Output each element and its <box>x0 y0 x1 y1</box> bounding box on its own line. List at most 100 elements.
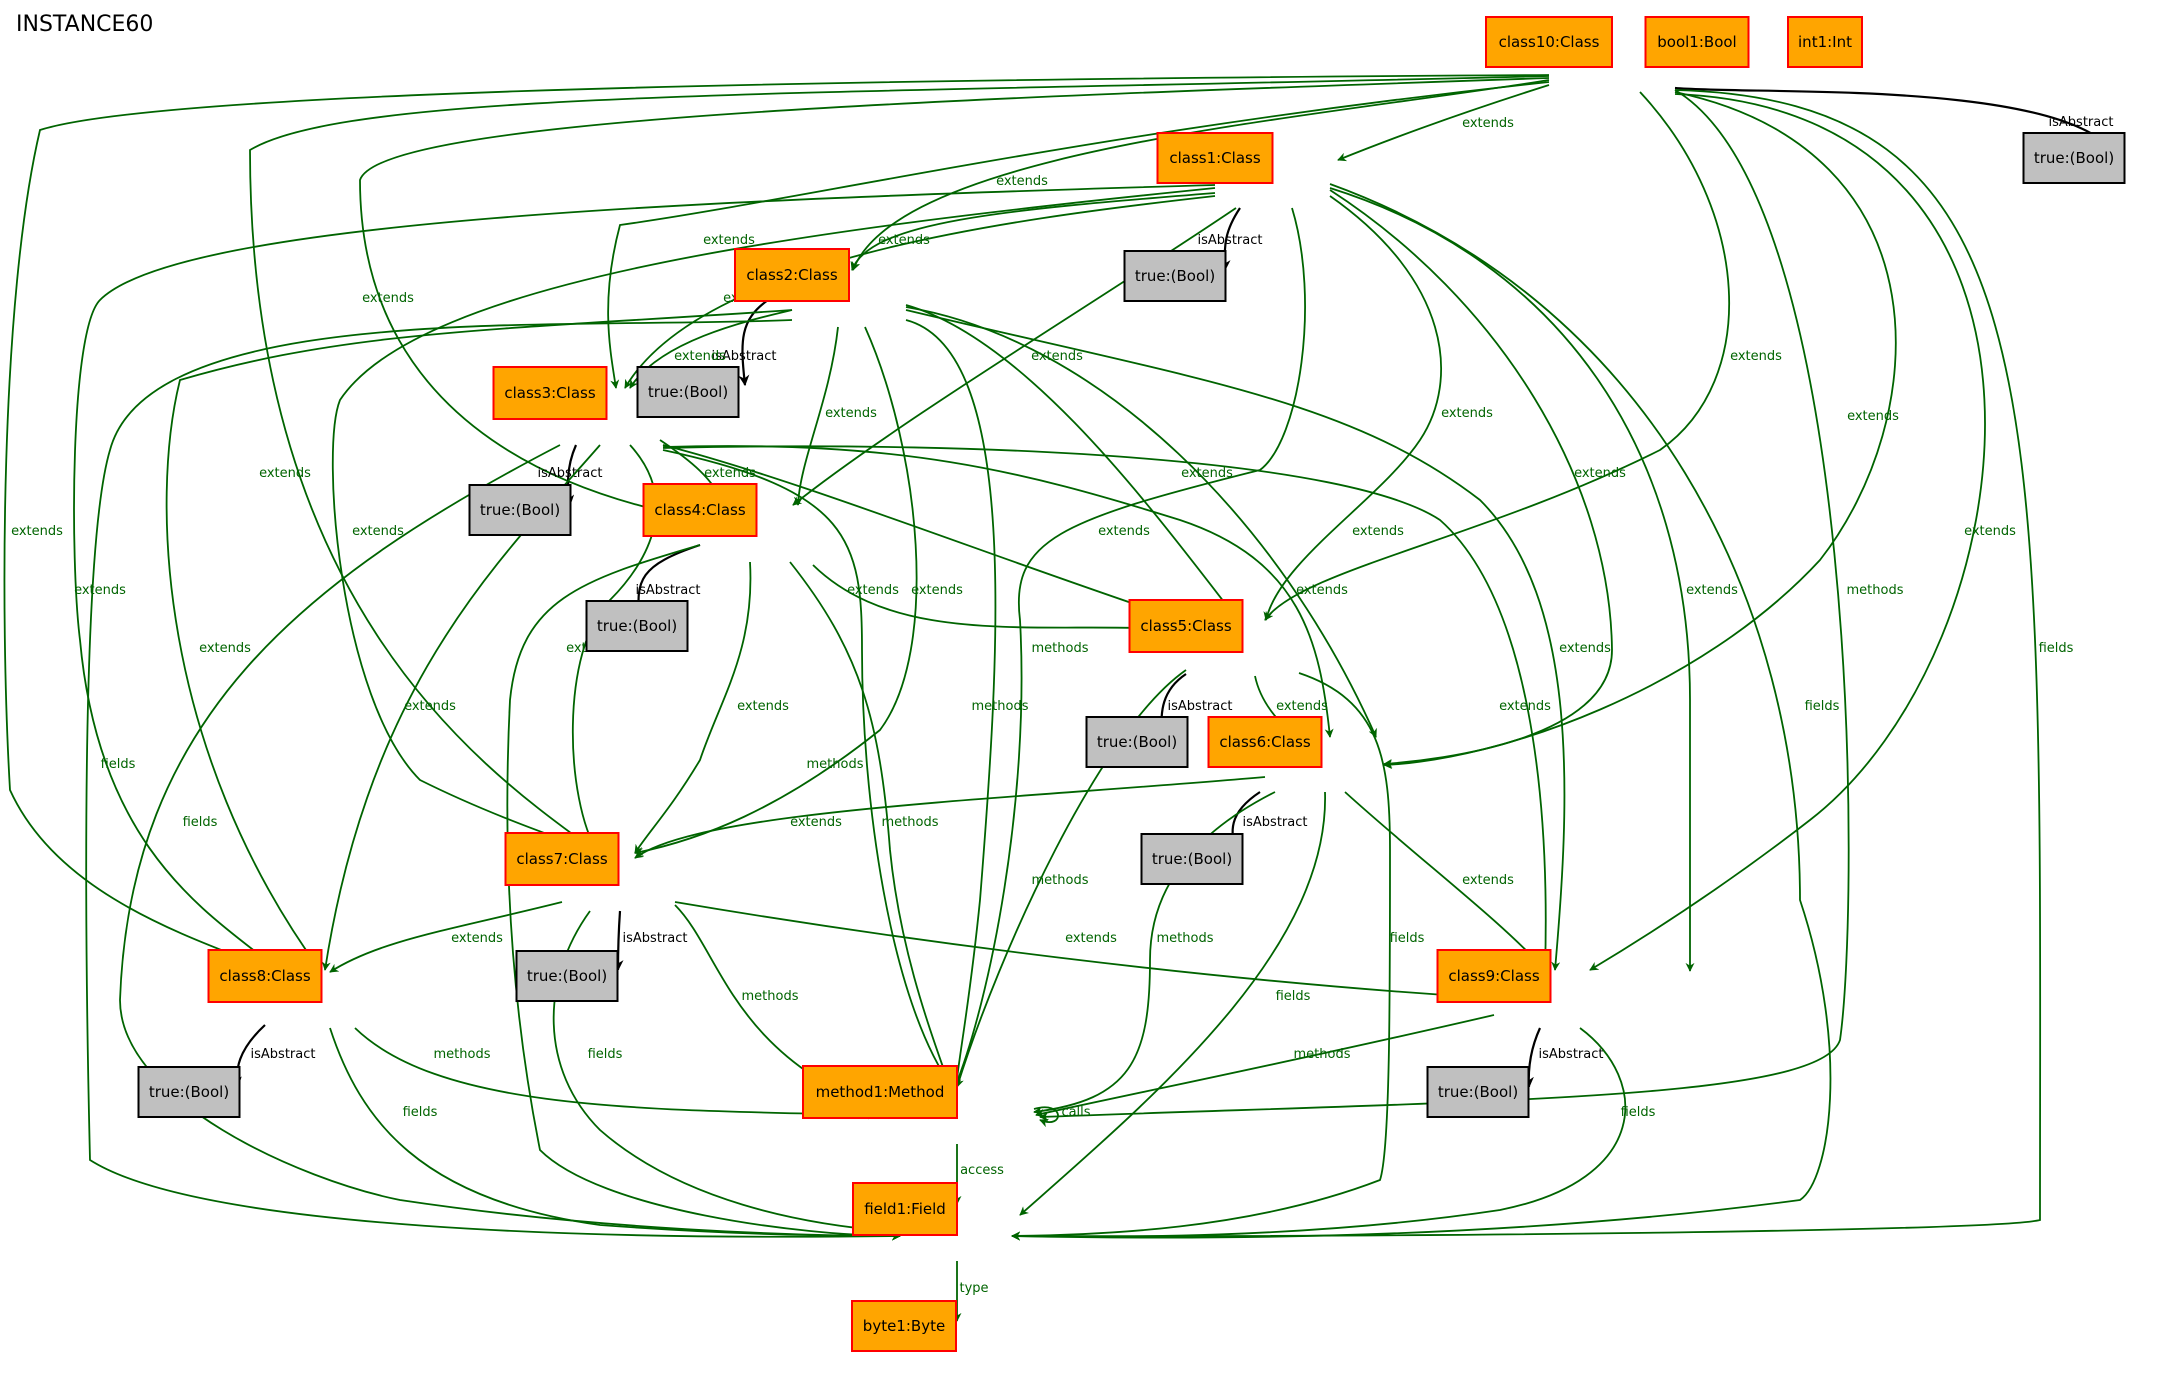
edge-field1-type-byte1: type <box>952 1261 989 1322</box>
edge-label: isAbstract <box>538 466 603 481</box>
edge-line <box>1589 93 1986 971</box>
node-box <box>1485 16 1613 68</box>
edge-line <box>73 184 1216 976</box>
node-t5[interactable]: true:(Bool) <box>1085 716 1189 768</box>
edge-line <box>1011 672 1391 1241</box>
node-label: true:(Bool) <box>527 967 607 985</box>
node-class5[interactable]: class5:Class <box>1128 599 1244 653</box>
node-label: class4:Class <box>654 501 745 519</box>
node-box <box>1207 716 1323 768</box>
node-label: class7:Class <box>516 850 607 868</box>
node-t3[interactable]: true:(Bool) <box>468 484 572 536</box>
node-box <box>2022 132 2126 184</box>
edge-label: extends <box>1730 349 1782 364</box>
node-class9[interactable]: class9:Class <box>1436 949 1552 1003</box>
edge-class8-fields-field1: fields <box>329 1027 901 1241</box>
edge-line <box>738 299 769 387</box>
node-class1[interactable]: class1:Class <box>1156 132 1274 184</box>
edge-class10-extends-class4: extends <box>359 77 1550 521</box>
edge-class3-extends-class9: extends <box>662 445 1551 971</box>
node-class4[interactable]: class4:Class <box>642 483 758 537</box>
edge-line <box>1035 1014 1495 1118</box>
edge-line <box>1329 187 1695 972</box>
edge-line <box>905 319 997 1088</box>
edge-label: extends <box>790 815 842 830</box>
edge-label: extends <box>737 699 789 714</box>
node-box <box>468 484 572 536</box>
node-class6[interactable]: class6:Class <box>1207 716 1323 768</box>
node-class10[interactable]: class10:Class <box>1485 16 1613 68</box>
edge-class2-fields-field1: fields <box>85 319 901 1241</box>
node-bool1[interactable]: bool1:Bool <box>1644 16 1750 68</box>
edge-class5-methods-method1: methods <box>955 669 1187 1088</box>
edge-class6-extends-class9: extends <box>1344 791 1546 971</box>
edge-class10-extends-class2: extends <box>851 79 1550 271</box>
edge-line <box>329 901 563 973</box>
edge-line <box>3 74 1550 977</box>
edge-class10-extends-class3: extends <box>607 81 1550 389</box>
node-label: true:(Bool) <box>480 501 560 519</box>
node-t4[interactable]: true:(Bool) <box>585 600 689 652</box>
edge-class2-extends-class6: extends <box>905 306 1404 738</box>
edge-label: isAbstract <box>1198 233 1263 248</box>
edge-label: extends <box>847 583 899 598</box>
node-byte1[interactable]: byte1:Byte <box>851 1300 957 1352</box>
node-field1[interactable]: field1:Field <box>852 1182 958 1236</box>
edge-line <box>607 81 1550 389</box>
edge-label: extends <box>1847 409 1899 424</box>
edge-label: extends <box>404 699 456 714</box>
edge-label: extends <box>674 349 726 364</box>
edge-class1-extends-class9: extends <box>1329 187 1738 972</box>
node-class7[interactable]: class7:Class <box>504 832 620 886</box>
edge-line <box>955 669 1187 1088</box>
node-t9[interactable]: true:(Bool) <box>1426 1066 1530 1118</box>
node-label: true:(Bool) <box>1135 267 1215 285</box>
edge-label: extends <box>199 641 251 656</box>
node-class2[interactable]: class2:Class <box>734 248 850 302</box>
edge-class6-isabstract-t6: isAbstract <box>1228 791 1307 854</box>
edge-label: extends <box>1499 699 1551 714</box>
edge-label: extends <box>703 233 755 248</box>
edge-line <box>662 444 1183 622</box>
edge-label: extends <box>1462 873 1514 888</box>
node-label: true:(Bool) <box>1438 1083 1518 1101</box>
edge-class10-isabstract-t10: isAbstract <box>1674 86 2114 151</box>
edge-class10-extends-class5: extends <box>1264 91 1782 621</box>
node-int1[interactable]: int1:Int <box>1787 16 1863 68</box>
edge-line <box>1033 1106 1059 1128</box>
node-class3[interactable]: class3:Class <box>492 366 608 420</box>
node-method1[interactable]: method1:Method <box>802 1065 958 1119</box>
edge-line <box>634 561 752 854</box>
edge-label: fields <box>588 1047 623 1062</box>
node-label: byte1:Byte <box>863 1317 945 1335</box>
node-class8[interactable]: class8:Class <box>207 949 323 1003</box>
edge-class6-fields-field1: fields <box>1019 791 1326 1216</box>
edge-class9-fields-field1: fields <box>1011 1027 1656 1241</box>
node-t10[interactable]: true:(Bool) <box>2022 132 2126 184</box>
edge-line <box>165 309 793 971</box>
node-t6[interactable]: true:(Bool) <box>1140 833 1244 885</box>
edge-line <box>674 901 1491 1002</box>
node-label: class1:Class <box>1169 149 1260 167</box>
node-box <box>1644 16 1750 68</box>
node-t7[interactable]: true:(Bool) <box>515 950 619 1002</box>
edge-line <box>1011 89 2042 1241</box>
node-label: class9:Class <box>1448 967 1539 985</box>
node-t8[interactable]: true:(Bool) <box>137 1066 241 1118</box>
edge-line <box>953 207 1306 1088</box>
edge-label: extends <box>1441 406 1493 421</box>
node-label: class10:Class <box>1499 33 1600 51</box>
edge-class3-extends-class5: extends <box>662 444 1183 622</box>
node-t1[interactable]: true:(Bool) <box>1123 250 1227 302</box>
edge-label: fields <box>1805 699 1840 714</box>
edge-line <box>85 319 901 1241</box>
edge-class10-extends-class6: extends <box>1383 91 1899 770</box>
edge-label: methods <box>434 1047 491 1062</box>
node-box <box>1156 132 1274 184</box>
edge-line <box>662 445 1550 971</box>
node-box <box>492 366 608 420</box>
edge-line <box>1329 189 1613 768</box>
edge-label: extends <box>451 931 503 946</box>
node-t2[interactable]: true:(Bool) <box>636 366 740 418</box>
node-box <box>207 949 323 1003</box>
